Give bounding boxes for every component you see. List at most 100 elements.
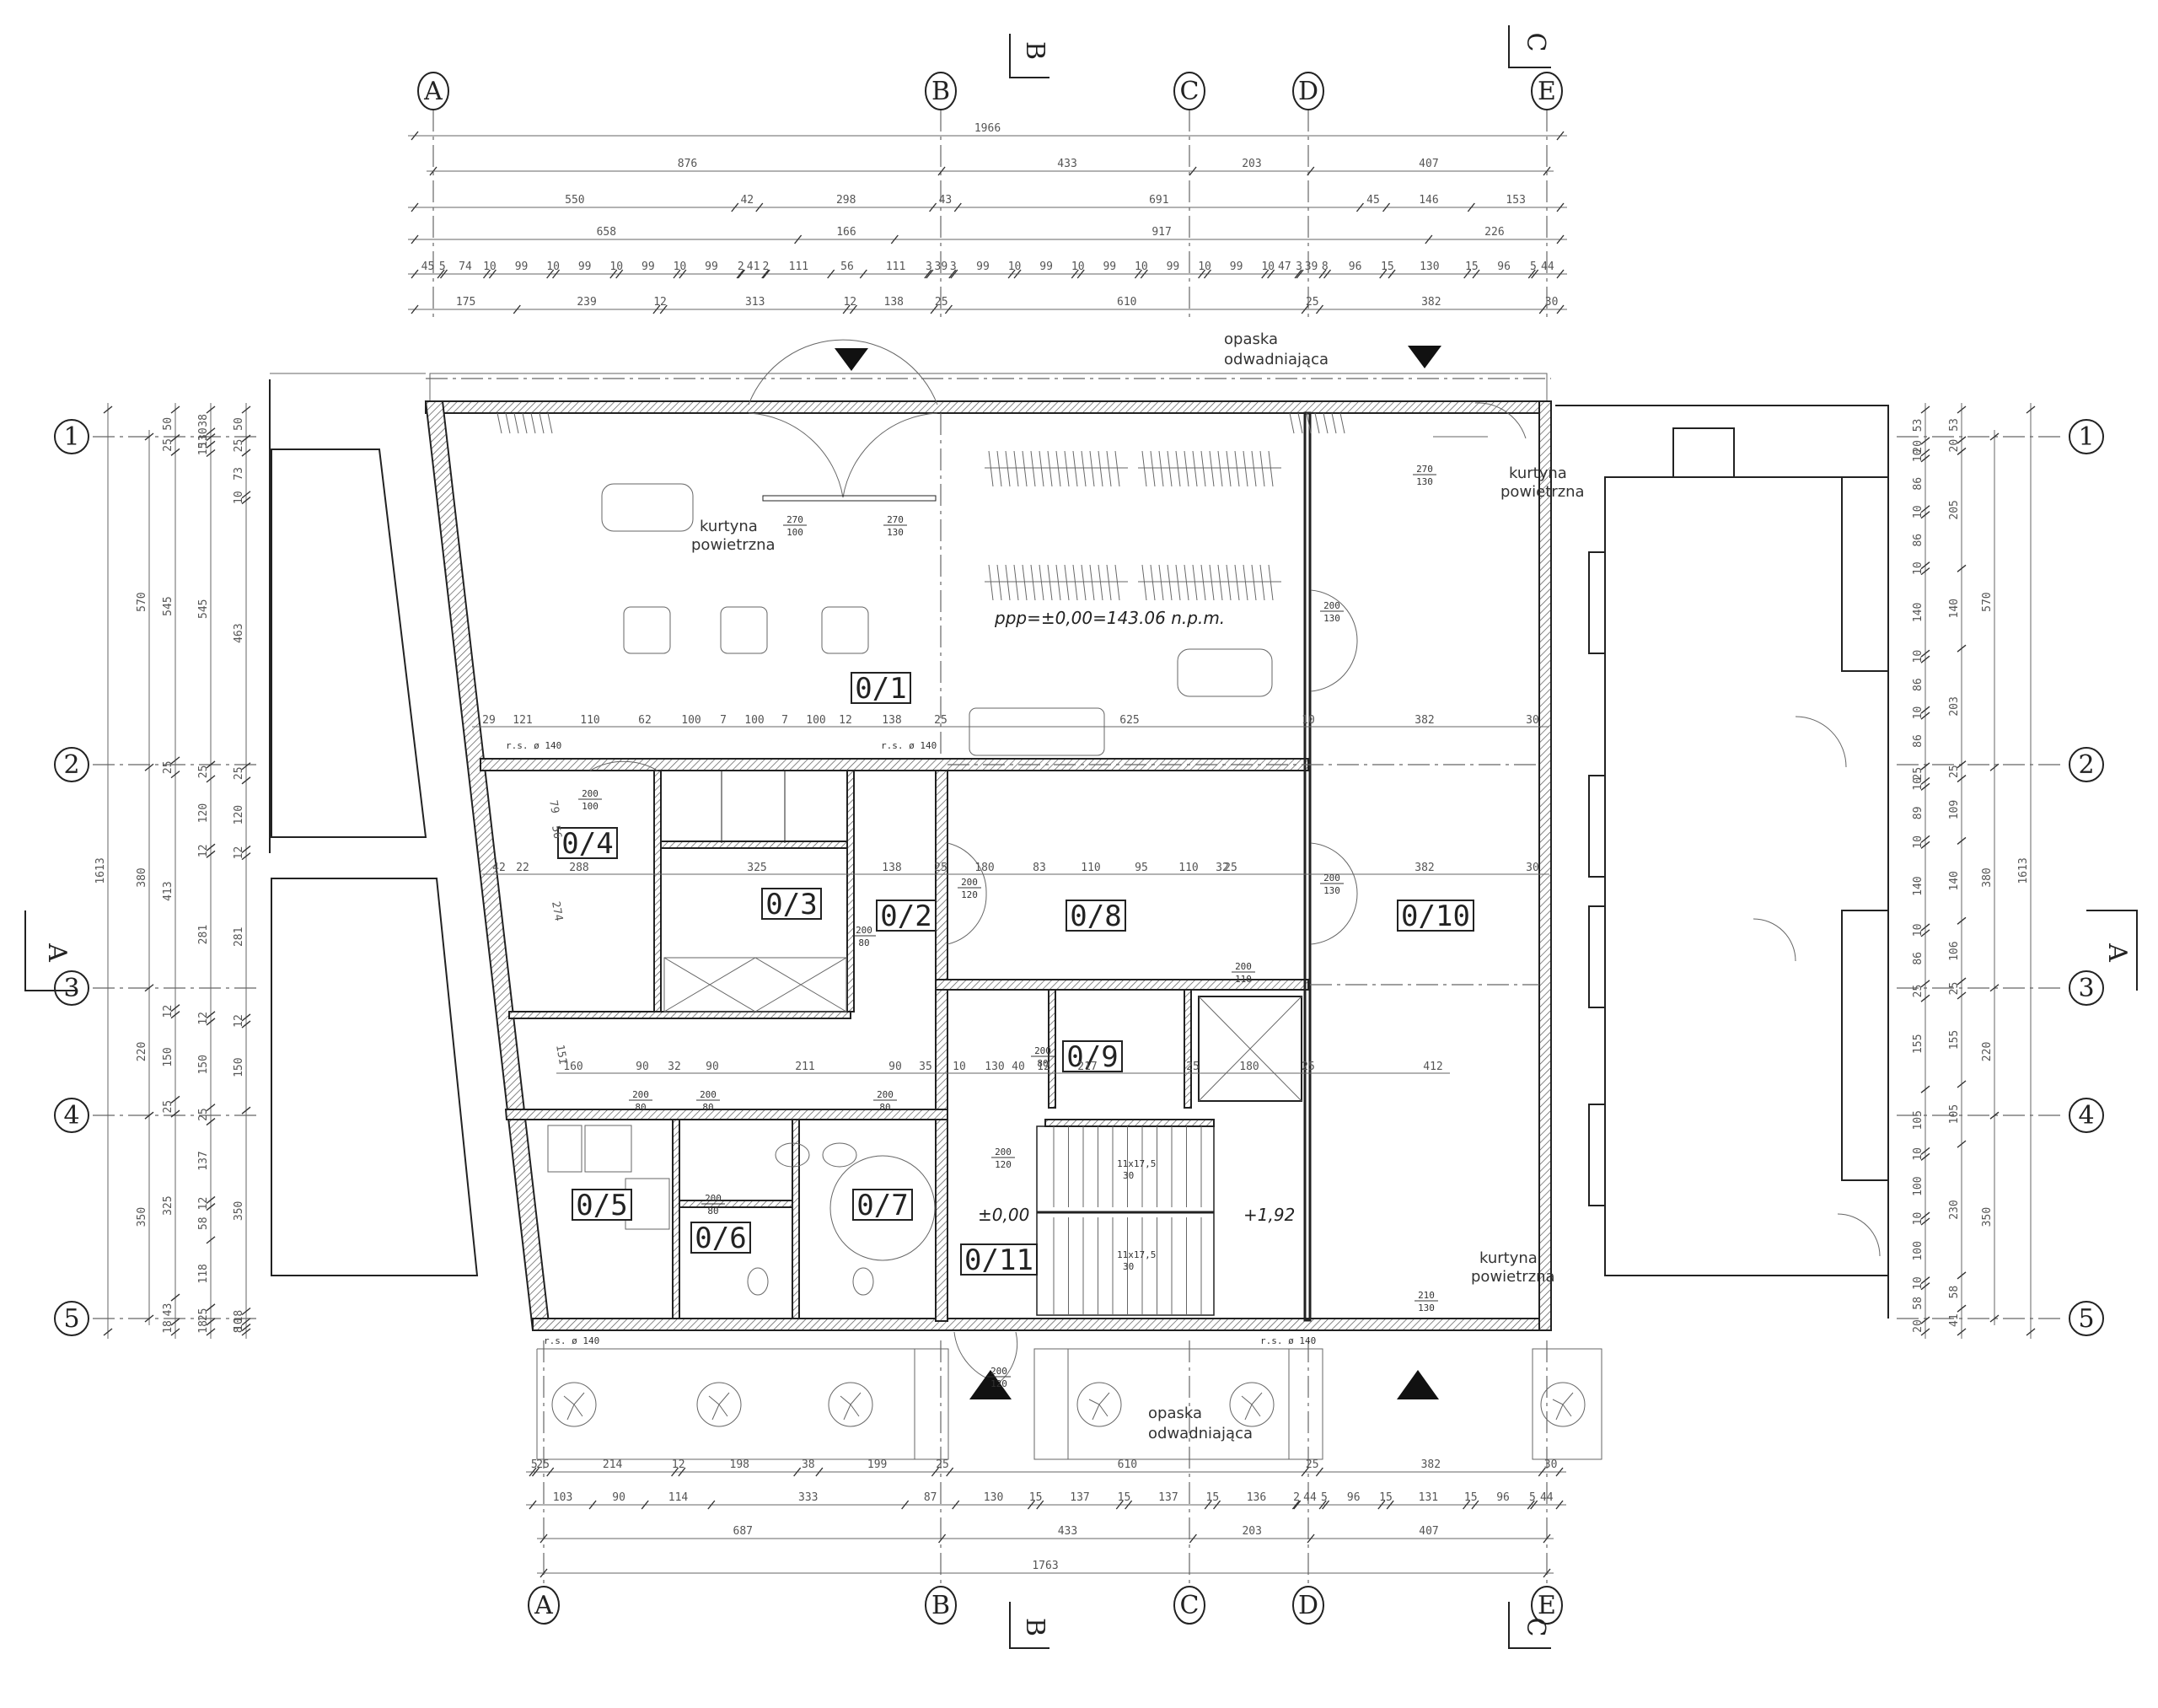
dimension-value: 298 xyxy=(836,194,856,207)
grid-bubble-5 xyxy=(54,1301,89,1336)
dimension-value: 25 xyxy=(936,1458,949,1471)
dimension-value: 10 xyxy=(1912,449,1924,463)
interior-dimension-value: 110 xyxy=(1081,862,1100,874)
dimension-value: 15 xyxy=(1206,1491,1220,1504)
dimension-value: 90 xyxy=(612,1491,625,1504)
door-size-label: 80 xyxy=(1037,1058,1048,1069)
air-curtain-label-3a: kurtyna xyxy=(1479,1249,1538,1267)
door-size-label: 80 xyxy=(879,1102,890,1113)
dimension-tick xyxy=(1920,1217,1930,1226)
dimension-tick xyxy=(1920,1282,1930,1291)
dimension-value: 136 xyxy=(1247,1491,1266,1504)
room-label-0-11: 0/11 xyxy=(964,1243,1033,1277)
dimension-tick xyxy=(946,1467,954,1477)
dimension-tick xyxy=(439,269,448,279)
door-size-label: 110 xyxy=(1235,974,1252,985)
dimension-value: 137 xyxy=(1070,1491,1089,1504)
furniture xyxy=(497,412,1345,1296)
dimension-value: 140 xyxy=(1948,871,1961,890)
dimension-tick xyxy=(1920,567,1930,576)
grid-label-5: 5 xyxy=(2078,1304,2094,1334)
dimension-tick xyxy=(1556,202,1565,212)
interior-dimension-value: 90 xyxy=(888,1061,902,1073)
dimension-value: 658 xyxy=(597,226,616,239)
dimension-tick xyxy=(1989,763,2000,771)
dimension-value: 10 xyxy=(1912,650,1924,663)
interior-dimension-value: 25 xyxy=(934,714,947,727)
dimension-value: 155 xyxy=(1948,1030,1961,1050)
dimension-tick xyxy=(815,1467,824,1477)
room-label-0-9: 0/9 xyxy=(1066,1040,1118,1074)
hanger xyxy=(1030,564,1036,601)
dimension-tick xyxy=(890,234,899,244)
grid-label-E: E xyxy=(1538,77,1556,106)
dimension-tick xyxy=(1204,1500,1212,1510)
door-size-label: 80 xyxy=(635,1102,646,1113)
dimension-tick xyxy=(206,1318,216,1326)
dimension-tick xyxy=(170,406,180,414)
entrance-arrow-bottom-1 xyxy=(969,1370,1012,1399)
door-size-label: 200 xyxy=(990,1366,1007,1377)
hanger xyxy=(1192,564,1198,601)
hanger xyxy=(1234,564,1240,601)
dimension-value: 25 xyxy=(1948,982,1961,996)
dimension-value: 74 xyxy=(459,260,472,273)
room-label-0-6: 0/6 xyxy=(695,1222,746,1255)
dimension-tick xyxy=(1315,1467,1323,1477)
dimension-value: 214 xyxy=(603,1458,623,1471)
grid-label-B: B xyxy=(931,77,950,106)
interior-dimension-value: 180 xyxy=(974,862,994,874)
dimension-tick xyxy=(437,269,445,279)
facade-grille xyxy=(1314,412,1320,434)
hanger xyxy=(1114,450,1120,487)
dimension-tick xyxy=(1203,269,1212,279)
interior-dimension-value: 110 xyxy=(1178,862,1198,874)
dimension-value: 20 xyxy=(1912,440,1924,454)
dimension-value: 53 xyxy=(1948,418,1961,432)
dimension-tick xyxy=(944,304,953,314)
dimension-value: 20 xyxy=(1912,1319,1924,1333)
room-label-box xyxy=(690,1222,751,1254)
dimension-value: 12 xyxy=(233,846,245,860)
dimension-tick xyxy=(170,1328,180,1336)
hanger xyxy=(996,564,1002,601)
tree-branches xyxy=(1552,1392,1574,1421)
dimension-tick xyxy=(241,845,251,854)
dimension-tick xyxy=(206,1118,216,1126)
dimension-value: 118 xyxy=(197,1264,210,1283)
annotations: opaska odwadniająca opaska odwadniająca … xyxy=(506,330,1585,1442)
dimension-tick xyxy=(206,760,216,769)
dimension-value: 10 xyxy=(1071,260,1085,273)
facade-grille xyxy=(1289,412,1295,434)
dimension-value: 350 xyxy=(136,1207,148,1227)
hanger xyxy=(1268,564,1274,601)
interior-dimension-value: 90 xyxy=(706,1061,719,1073)
door-size-label: 200 xyxy=(1034,1045,1051,1056)
dimension-value: 203 xyxy=(1242,158,1261,170)
tree-icon xyxy=(696,1382,742,1427)
facade-grille xyxy=(1297,412,1303,434)
air-curtain-label-3b: powietrzna xyxy=(1471,1268,1555,1286)
dimension-tick xyxy=(1920,923,1930,932)
dimension-value: 25 xyxy=(536,1458,550,1471)
dimension-tick xyxy=(1989,984,2000,992)
dimension-tick xyxy=(1318,269,1327,279)
door-size-label: 100 xyxy=(582,801,599,812)
dimension-tick xyxy=(1920,511,1930,519)
dimension-tick xyxy=(1301,1467,1309,1477)
dimension-value: 43 xyxy=(162,1303,174,1317)
dimension-tick xyxy=(1957,1271,1967,1280)
hanger xyxy=(1175,564,1181,601)
dimension-value: 106 xyxy=(1948,941,1961,960)
hanger xyxy=(1030,450,1036,487)
facade-grille xyxy=(539,412,545,434)
dimension-tick xyxy=(1920,712,1930,720)
dimension-value: 137 xyxy=(1158,1491,1178,1504)
dimension-tick xyxy=(652,304,661,314)
room-label-0-1: 0/1 xyxy=(855,672,906,706)
dimension-tick xyxy=(411,234,419,244)
tree-icon xyxy=(1076,1382,1122,1427)
dimension-tick xyxy=(241,1013,251,1022)
hanger xyxy=(1141,450,1147,487)
